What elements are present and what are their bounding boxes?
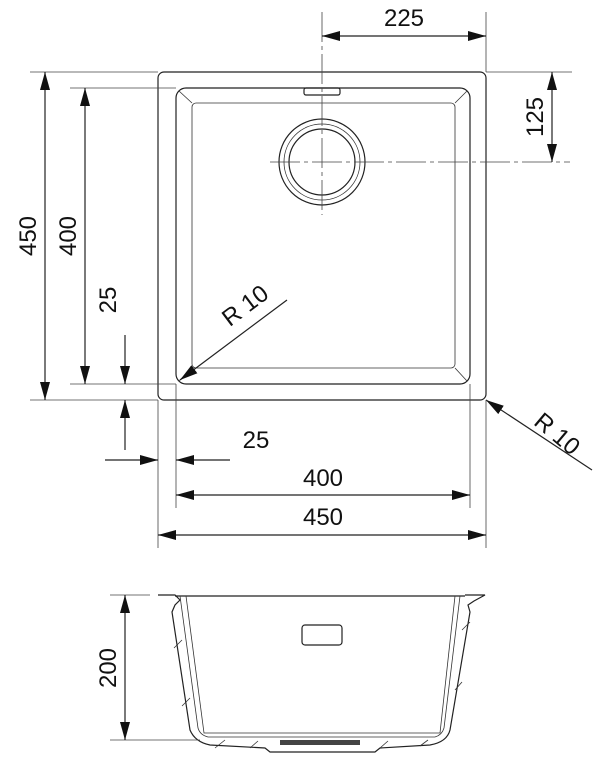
overflow-slot-side xyxy=(301,624,343,646)
drain-outlet xyxy=(280,740,360,745)
dim-label-125: 125 xyxy=(522,97,549,137)
dim-label-450-horizontal: 450 xyxy=(303,504,343,531)
centerlines xyxy=(270,12,570,215)
dim-label-225: 225 xyxy=(384,5,424,32)
bowl-outline xyxy=(175,87,471,385)
dim-label-r10-inner: R 10 xyxy=(217,280,274,332)
dim-label-450-vertical: 450 xyxy=(15,216,42,256)
dim-label-200: 200 xyxy=(95,648,122,688)
sink-side-outer-profile xyxy=(158,594,486,753)
section-hatching xyxy=(173,621,471,749)
dim-label-25-horizontal: 25 xyxy=(243,427,270,454)
dim-label-400-vertical: 400 xyxy=(55,216,82,256)
dim-label-400-horizontal: 400 xyxy=(303,465,343,492)
radius-leader-outer xyxy=(485,399,593,471)
side-view: 200 xyxy=(95,594,486,753)
bowl-inner-bevel xyxy=(191,102,456,369)
dim-label-r10-outer: R 10 xyxy=(529,408,585,461)
dim-label-25-vertical: 25 xyxy=(95,287,122,314)
bowl-bevel-corners xyxy=(178,90,468,382)
top-view: 225 125 450 400 25 R 10 R 10 25 xyxy=(15,5,593,548)
sink-side-inner-profile xyxy=(179,595,461,738)
radius-leader-inner xyxy=(179,299,288,381)
